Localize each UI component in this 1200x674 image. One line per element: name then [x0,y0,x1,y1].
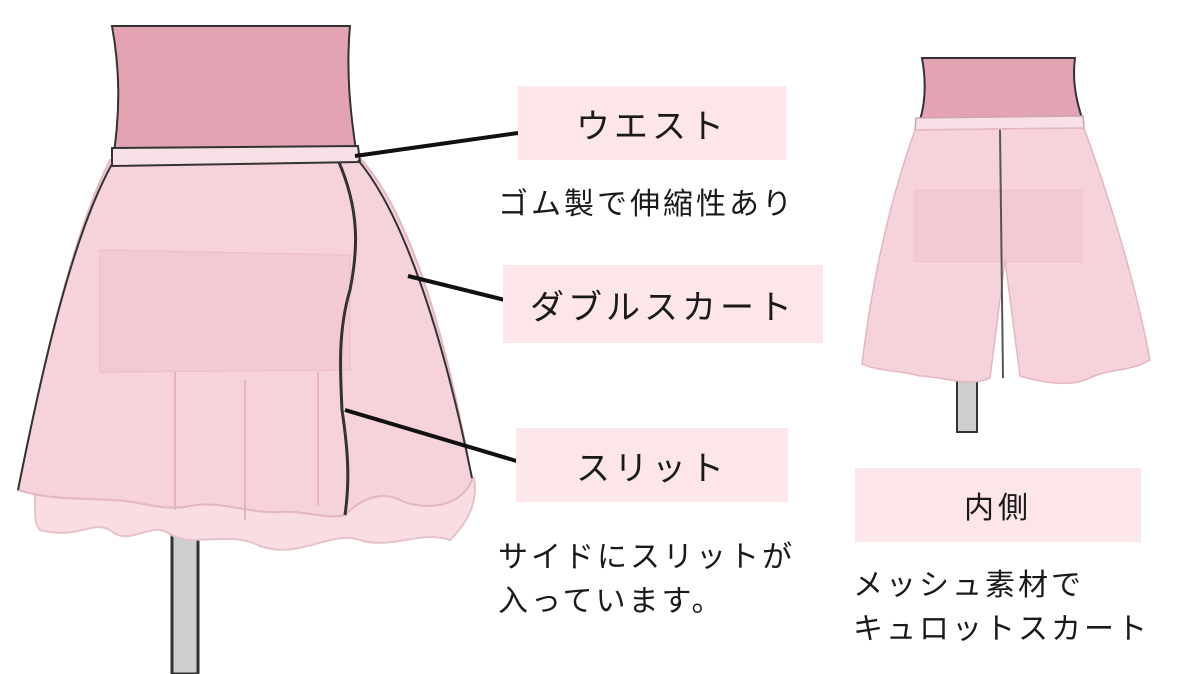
inner-center-seam [999,129,1004,379]
inner-label: 内側 [855,468,1141,542]
inner-description-line1: メッシュ素材で [853,568,1084,603]
slit-description-line2: 入っています。 [498,584,725,619]
waist-callout-line [354,131,519,158]
wrap-overlap-edge [336,159,358,516]
slit-callout-line [344,408,521,464]
waistband [111,144,362,168]
slit-description-line1: サイドにスリットが [498,540,795,575]
inner-view-mannequin [861,57,1151,433]
front-view-mannequin [16,25,476,674]
inner-bodice [918,57,1084,122]
stand-pole [170,518,200,674]
waist-label: ウエスト [518,86,786,160]
waist-description: ゴム製で伸縮性あり [498,187,795,222]
double-skirt-label: ダブルスカート [503,265,823,343]
slit-label: スリット [516,428,788,502]
inner-description-line2: キュロットスカート [853,612,1150,647]
inner-culotte-shadow [99,249,351,373]
inner-brief-shape [914,189,1083,263]
double-skirt-callout-line [407,274,506,302]
inner-culotte-legs [174,372,319,520]
bodice [110,25,358,154]
